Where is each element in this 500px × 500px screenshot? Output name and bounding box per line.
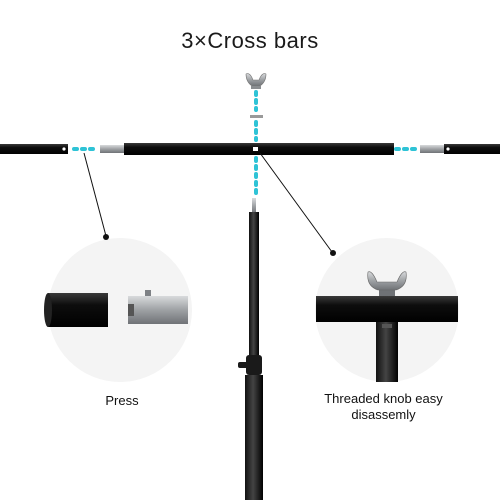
cross-bar-center-segment [124, 143, 394, 155]
cross-bar-right-segment [444, 144, 500, 154]
wing-nut [245, 73, 267, 89]
alignment-guides [72, 90, 420, 195]
cross-bar [0, 143, 500, 155]
cross-bar-left-connector [100, 145, 124, 153]
caption-threaded-knob: Threaded knob easy disassemly [316, 391, 451, 423]
press-button [145, 290, 151, 296]
pole-lower [245, 375, 263, 500]
pole-clamp [246, 355, 262, 375]
cross-bar-left-segment [0, 144, 68, 154]
knob-wing-nut [367, 271, 407, 291]
press-detail [44, 290, 188, 327]
press-connector [128, 296, 188, 324]
washer [250, 115, 263, 118]
caption-press: Press [105, 393, 139, 408]
pole-spigot [252, 198, 256, 214]
knob-detail [316, 271, 458, 382]
caption-knob-line2: disassemly [351, 407, 416, 422]
callout-lines [83, 152, 336, 256]
page-title: 3×Cross bars [181, 28, 319, 53]
detail-circle-press [48, 238, 192, 382]
stand-pole [238, 198, 263, 500]
cross-bar-right-connector [420, 145, 444, 153]
pole-clamp-lever [238, 362, 248, 368]
caption-knob-line1: Threaded knob easy [324, 391, 443, 406]
